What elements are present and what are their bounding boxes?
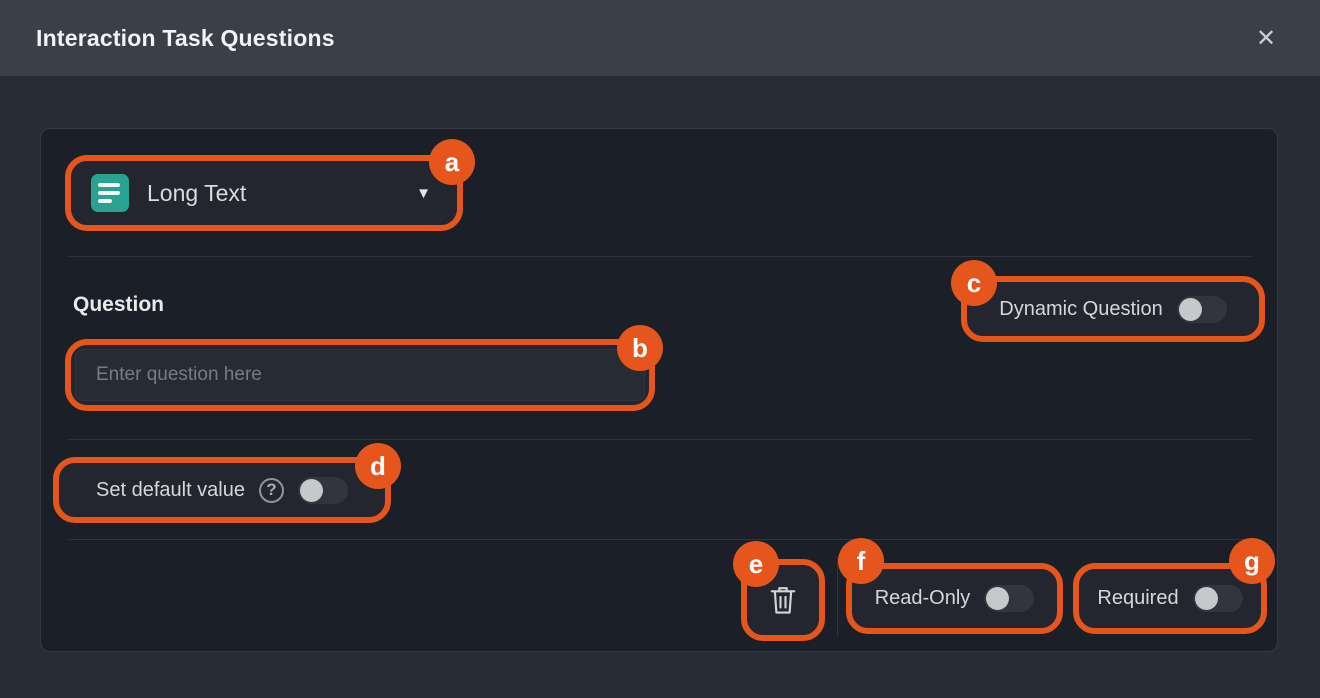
annotation-badge-e: e xyxy=(733,541,779,587)
read-only-label: Read-Only xyxy=(874,587,971,609)
required-toggle[interactable] xyxy=(1192,585,1243,612)
set-default-toggle[interactable] xyxy=(298,476,348,504)
close-button[interactable]: ✕ xyxy=(1248,20,1284,56)
divider xyxy=(69,539,1251,540)
long-text-icon xyxy=(91,174,129,212)
delete-question-button[interactable] xyxy=(747,583,819,617)
question-card: Long Text ▼ a Question Dynamic Question … xyxy=(40,128,1278,652)
modal-header: Interaction Task Questions ✕ xyxy=(0,0,1320,76)
annotation-badge-a: a xyxy=(429,139,475,185)
divider xyxy=(69,256,1251,257)
question-section-label: Question xyxy=(73,293,165,316)
question-type-annotation: Long Text ▼ a xyxy=(65,139,475,231)
annotation-badge-d: d xyxy=(355,443,401,489)
help-icon[interactable]: ? xyxy=(259,477,284,503)
required-annotation: Required g xyxy=(1073,538,1275,634)
divider xyxy=(837,557,838,637)
annotation-badge-g: g xyxy=(1229,538,1275,584)
question-input[interactable] xyxy=(75,349,645,401)
delete-annotation: e xyxy=(733,541,825,641)
modal-title: Interaction Task Questions xyxy=(36,24,335,51)
required-label: Required xyxy=(1097,587,1179,609)
read-only-toggle[interactable] xyxy=(984,585,1035,612)
trash-icon xyxy=(770,587,796,614)
divider xyxy=(69,439,1251,440)
chevron-down-icon: ▼ xyxy=(416,184,431,202)
question-type-dropdown[interactable]: Long Text ▼ xyxy=(71,161,457,225)
dynamic-question-toggle[interactable] xyxy=(1176,295,1227,323)
dynamic-question-annotation: Dynamic Question c xyxy=(951,260,1265,342)
annotation-badge-c: c xyxy=(951,260,997,306)
question-type-value: Long Text xyxy=(147,179,247,206)
set-default-label: Set default value xyxy=(96,478,245,501)
question-input-annotation: b xyxy=(65,325,663,411)
read-only-annotation: Read-Only f xyxy=(838,538,1063,634)
dynamic-question-label: Dynamic Question xyxy=(999,297,1163,320)
annotation-badge-f: f xyxy=(838,538,884,584)
set-default-annotation: Set default value ? d xyxy=(53,443,401,523)
close-icon: ✕ xyxy=(1255,24,1277,52)
annotation-badge-b: b xyxy=(617,325,663,371)
